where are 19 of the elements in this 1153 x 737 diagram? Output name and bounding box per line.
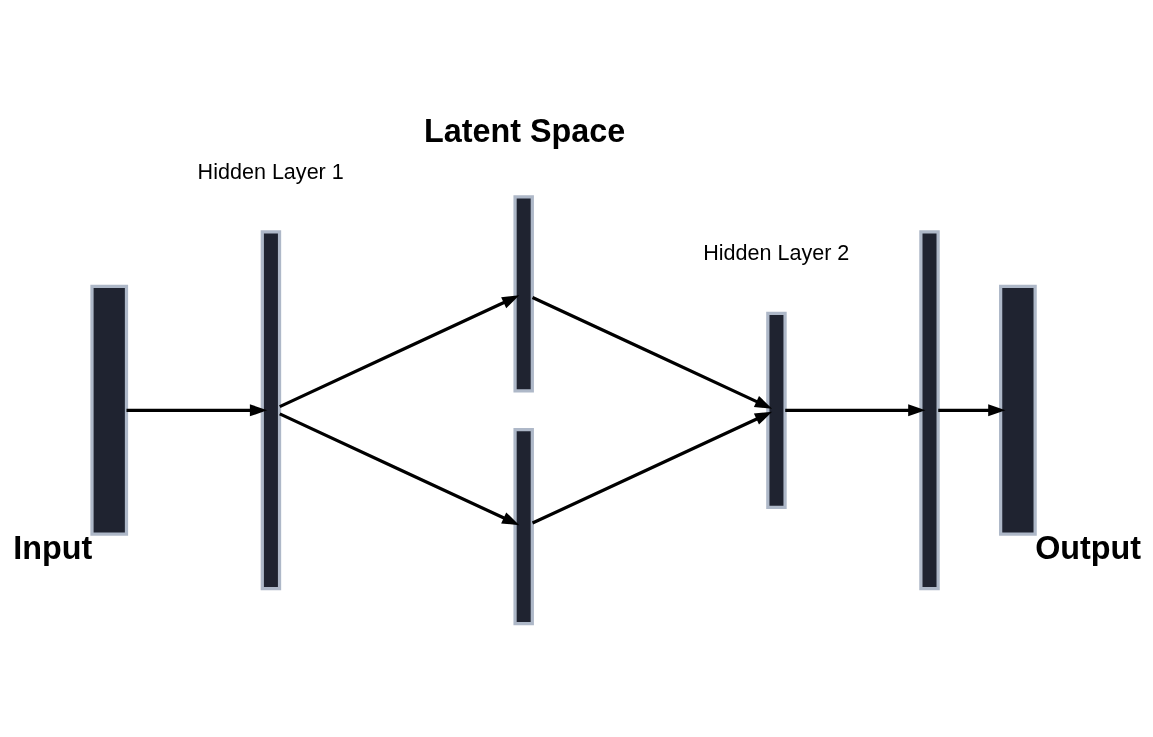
label: Hidden Layer 1 xyxy=(197,158,344,184)
arrow xyxy=(785,404,926,417)
node-label: Input xyxy=(13,530,93,567)
arrow xyxy=(531,411,773,525)
node-bar xyxy=(766,311,787,509)
node-bar xyxy=(513,428,534,626)
arrow xyxy=(531,296,773,409)
node-bar xyxy=(999,284,1037,536)
node-bar xyxy=(260,230,282,591)
arrow xyxy=(938,404,1006,417)
node-bar xyxy=(919,230,940,591)
node-bar xyxy=(90,284,129,536)
label: Latent Space xyxy=(423,113,626,150)
arrow xyxy=(279,295,520,409)
node-bar xyxy=(513,195,534,393)
arrow xyxy=(279,412,520,526)
label: Hidden Layer 2 xyxy=(703,240,850,266)
arrow xyxy=(126,404,268,417)
node-label: Output xyxy=(1035,530,1142,567)
